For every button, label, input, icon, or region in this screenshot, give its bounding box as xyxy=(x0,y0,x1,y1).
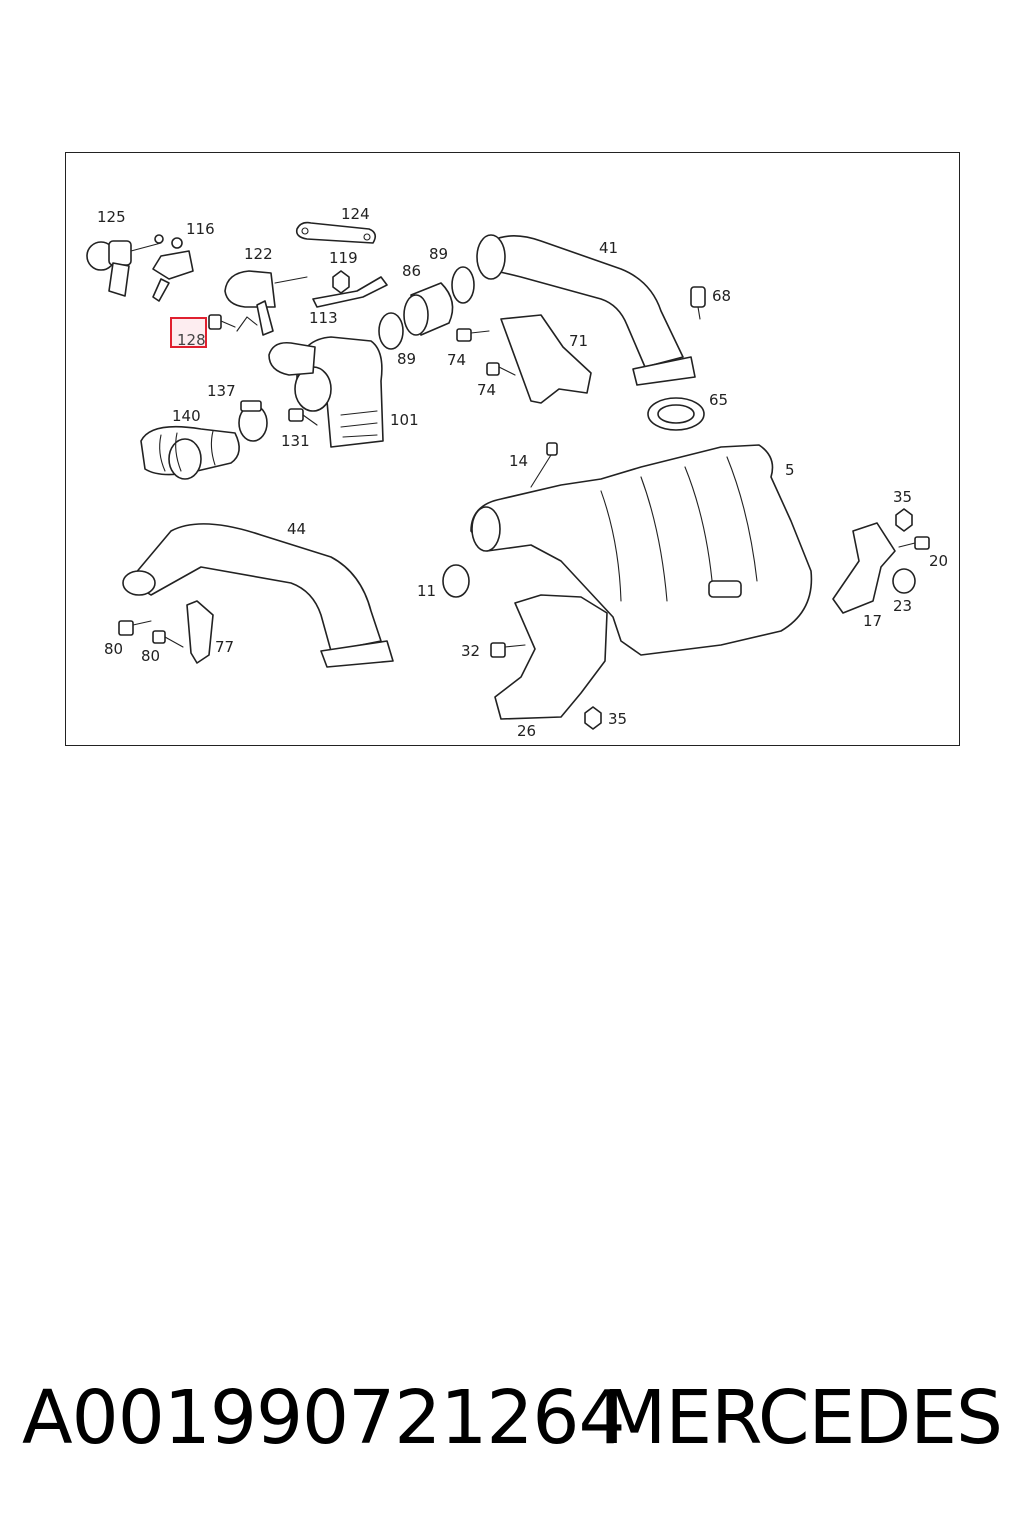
part-35-nut-lower xyxy=(584,706,602,730)
callout-128: 128 xyxy=(177,331,206,349)
exploded-parts-diagram: 125 116 124 122 119 89 86 41 68 113 128 … xyxy=(86,205,948,740)
part-140-hose xyxy=(140,425,240,480)
callout-17: 17 xyxy=(863,612,882,630)
callout-116: 116 xyxy=(186,220,215,238)
part-77-bracket xyxy=(186,600,214,664)
part-26-bracket xyxy=(494,594,608,720)
callout-101: 101 xyxy=(390,411,419,429)
callout-11: 11 xyxy=(417,582,436,600)
part-80-bolts xyxy=(118,620,184,648)
part-11-o-ring xyxy=(442,564,470,598)
part-68-sensor xyxy=(690,286,706,320)
callout-74: 74 xyxy=(447,351,466,369)
callout-113: 113 xyxy=(309,309,338,327)
callout-86: 86 xyxy=(402,262,421,280)
brand-name: MERCEDES xyxy=(602,1375,1003,1461)
part-119-nut xyxy=(332,270,350,294)
part-128-bolt xyxy=(208,314,258,332)
part-32-bolt xyxy=(490,642,526,658)
part-35-nut xyxy=(895,508,913,532)
callout-41: 41 xyxy=(599,239,618,257)
callout-77: 77 xyxy=(215,638,234,656)
part-137-clamp xyxy=(238,400,268,442)
callout-65: 65 xyxy=(709,391,728,409)
part-89-o-ring-lower xyxy=(378,312,404,350)
callout-35-lower: 35 xyxy=(608,710,627,728)
callout-125: 125 xyxy=(97,208,126,226)
callout-89-lower: 89 xyxy=(397,350,416,368)
callout-80: 80 xyxy=(104,640,123,658)
part-17-bracket xyxy=(832,522,896,614)
callout-26: 26 xyxy=(517,722,536,740)
callout-44: 44 xyxy=(287,520,306,538)
callout-71: 71 xyxy=(569,332,588,350)
part-71-bracket xyxy=(500,314,592,404)
part-101-throttle-housing xyxy=(268,336,384,448)
part-23-bushing xyxy=(892,568,916,594)
callout-131: 131 xyxy=(281,432,310,450)
part-89-o-ring xyxy=(451,266,475,304)
part-41-intake-pipe xyxy=(476,234,696,386)
callout-35: 35 xyxy=(893,488,912,506)
footer-caption: A001990721264 MERCEDES xyxy=(0,1375,1024,1475)
part-122-actuator xyxy=(224,270,308,336)
callout-74-lower: 74 xyxy=(477,381,496,399)
callout-124: 124 xyxy=(341,205,370,223)
part-5-intake-manifold xyxy=(470,444,813,656)
part-14-bolt xyxy=(530,442,558,488)
callout-119: 119 xyxy=(329,249,358,267)
part-131-sensor xyxy=(288,408,318,426)
callout-20: 20 xyxy=(929,552,948,570)
highlight-box-128 xyxy=(170,317,207,348)
part-124-gasket xyxy=(295,221,377,244)
callout-23: 23 xyxy=(893,597,912,615)
part-65-seal-ring xyxy=(647,397,705,431)
callout-137: 137 xyxy=(207,382,236,400)
part-116-valve xyxy=(152,237,194,302)
part-125-vacuum-actuator xyxy=(86,234,164,297)
callout-89: 89 xyxy=(429,245,448,263)
callout-68: 68 xyxy=(712,287,731,305)
callout-32: 32 xyxy=(461,642,480,660)
part-20-bolt xyxy=(898,536,930,550)
callout-80-second: 80 xyxy=(141,647,160,665)
parts-diagram-frame: 125 116 124 122 119 89 86 41 68 113 128 … xyxy=(65,152,960,746)
callout-5: 5 xyxy=(785,461,795,479)
part-number: A001990721264 xyxy=(22,1375,626,1461)
callout-140: 140 xyxy=(172,407,201,425)
part-86-sleeve xyxy=(403,282,454,336)
part-74-bolts xyxy=(456,328,516,376)
part-44-pipe xyxy=(122,523,394,668)
part-113-bracket xyxy=(312,276,388,308)
callout-122: 122 xyxy=(244,245,273,263)
callout-14: 14 xyxy=(509,452,528,470)
